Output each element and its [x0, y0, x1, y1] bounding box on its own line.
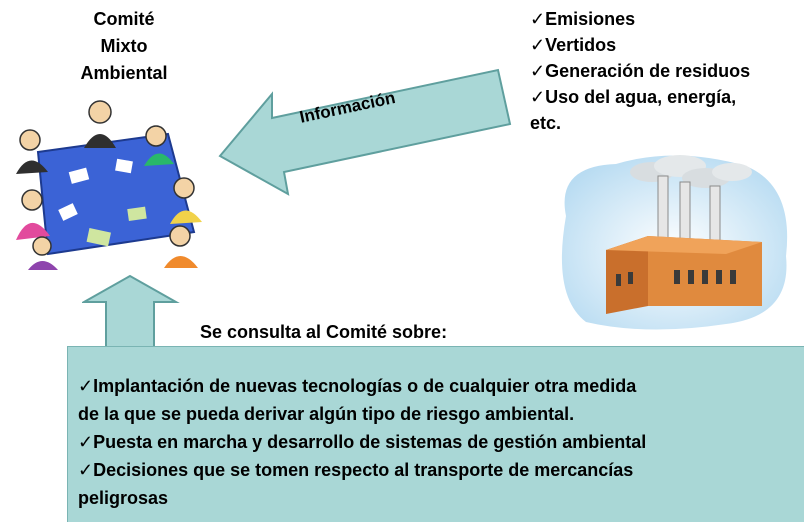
list-item: ✓Uso del agua, energía,: [530, 87, 737, 107]
list-item-continuation: peligrosas: [78, 488, 169, 508]
committee-title-line-2: Mixto: [100, 36, 148, 56]
consultation-arrow: [82, 274, 180, 353]
consultation-list: ✓Implantación de nuevas tecnologías o de…: [78, 372, 798, 512]
list-item: ✓Puesta en marcha y desarrollo de sistem…: [78, 432, 647, 452]
list-item-tail: etc.: [530, 113, 562, 133]
list-item: ✓Vertidos: [530, 35, 617, 55]
consultation-box: [67, 346, 804, 522]
committee-title-line-3: Ambiental: [80, 63, 168, 83]
list-item: ✓Decisiones que se tomen respecto al tra…: [78, 460, 634, 480]
meeting-people-icon: [16, 100, 202, 270]
consultation-title: Se consulta al Comité sobre:: [200, 322, 448, 342]
factory-icon: [561, 155, 788, 330]
check-icon: ✓: [530, 35, 546, 55]
list-item-continuation: de la que se pueda derivar algún tipo de…: [78, 404, 575, 424]
information-arrow: [218, 68, 512, 196]
check-icon: ✓: [78, 376, 94, 396]
check-icon: ✓: [530, 87, 546, 107]
committee-title-line-1: Comité: [93, 9, 155, 29]
check-icon: ✓: [78, 460, 94, 480]
list-item: ✓Emisiones: [530, 9, 636, 29]
check-icon: ✓: [530, 9, 546, 29]
check-icon: ✓: [530, 61, 546, 81]
list-item: ✓Generación de residuos: [530, 61, 751, 81]
committee-title: Comité Mixto Ambiental: [58, 6, 190, 87]
emissions-list: ✓Emisiones ✓Vertidos ✓Generación de resi…: [530, 6, 750, 136]
list-item: ✓Implantación de nuevas tecnologías o de…: [78, 376, 637, 396]
check-icon: ✓: [78, 432, 94, 452]
